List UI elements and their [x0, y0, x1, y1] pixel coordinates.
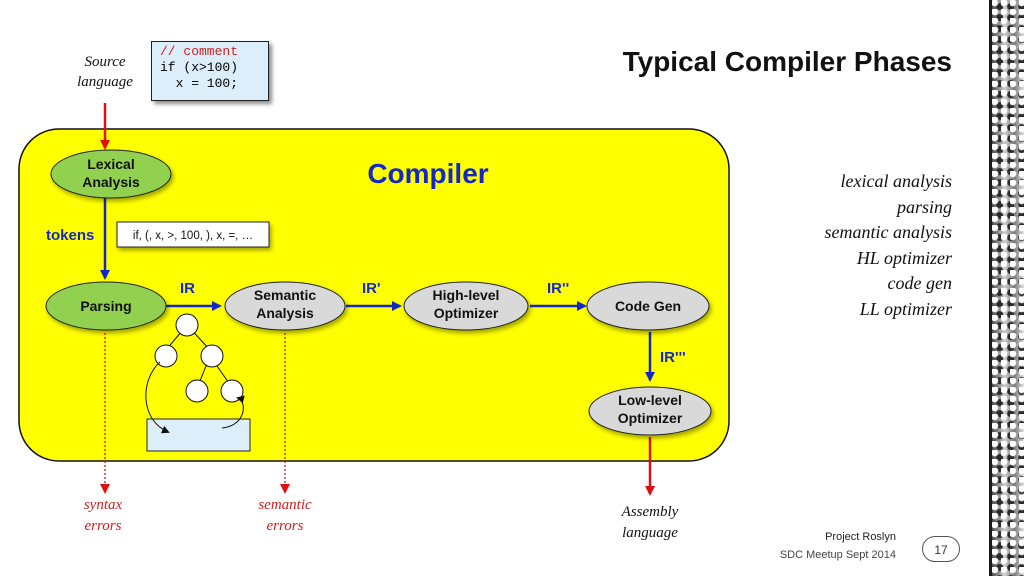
assembly-language-label: Assembly language	[600, 502, 700, 544]
tree-node	[200, 344, 224, 368]
tree-node	[154, 344, 178, 368]
source-code-box: // comment if (x>100) x = 100;	[151, 41, 269, 101]
low-level-optimizer-label-1: Low-level	[618, 392, 682, 408]
tree-node	[175, 313, 199, 337]
phase-list-item: parsing	[896, 196, 952, 217]
ir-prime-label: IR'	[362, 280, 381, 297]
tree-to-table-arrow	[145, 361, 170, 434]
code-gen-node	[586, 281, 710, 331]
phase-list-item: code gen	[887, 273, 952, 293]
code-comment: // comment	[160, 44, 239, 59]
semantic-errors-line: semantic	[258, 497, 312, 513]
phase-list-item: lexical analysis	[840, 171, 952, 191]
parsing-node	[45, 281, 167, 331]
code-gen-label: Code Gen	[615, 298, 681, 314]
low-level-optimizer-label-2: Optimizer	[618, 410, 683, 426]
semantic-errors-line: errors	[266, 518, 304, 534]
semantic-analysis-node	[224, 281, 346, 331]
low-level-optimizer-node	[588, 386, 712, 436]
symbol-table-box	[146, 418, 251, 452]
high-level-optimizer-label-2: Optimizer	[434, 305, 499, 321]
source-label-line: Source	[84, 54, 126, 70]
code-line: if (x>100)	[160, 60, 239, 75]
assembly-label-line: Assembly	[621, 504, 679, 520]
table-to-tree-arrow	[221, 395, 245, 429]
lexical-analysis-label-2: Analysis	[82, 174, 140, 190]
ir-label: IR	[180, 280, 195, 297]
phase-list-item: HL optimizer	[856, 247, 952, 268]
high-level-optimizer-label-1: High-level	[433, 287, 500, 303]
tokens-label: tokens	[46, 227, 94, 244]
ir-triple-prime-label: IR'''	[660, 349, 686, 366]
tree-node	[185, 379, 209, 403]
phase-list-item: LL optimizer	[859, 298, 952, 319]
syntax-errors-line: errors	[84, 518, 122, 534]
high-level-optimizer-node	[403, 281, 529, 331]
lexical-analysis-label-1: Lexical	[87, 156, 134, 172]
footer-event: SDC Meetup Sept 2014	[779, 549, 896, 561]
syntax-errors-line: syntax	[83, 497, 123, 513]
source-label-line: language	[77, 74, 133, 90]
code-line: x = 100;	[160, 76, 239, 91]
slide-title: Typical Compiler Phases	[622, 46, 952, 77]
token-stream-box	[116, 221, 270, 248]
parsing-label: Parsing	[80, 298, 131, 314]
assembly-label-line: language	[622, 525, 678, 541]
decorative-border	[989, 0, 1024, 576]
slide-number: 17	[922, 536, 960, 562]
syntax-errors-label: syntax errors	[63, 495, 143, 537]
phase-list-item: semantic analysis	[824, 222, 953, 242]
ir-double-prime-label: IR''	[547, 280, 569, 297]
source-language-label: Source language	[60, 52, 150, 92]
semantic-analysis-label-1: Semantic	[254, 287, 316, 303]
semantic-errors-label: semantic errors	[240, 495, 330, 537]
phase-list: lexical analysis parsing semantic analys…	[740, 169, 953, 322]
lexical-analysis-node	[50, 149, 172, 199]
token-stream-text: if, (, x, >, 100, ), x, =, …	[133, 230, 253, 242]
compiler-region	[18, 128, 730, 462]
footer-project: Project Roslyn	[825, 531, 896, 543]
compiler-label: Compiler	[367, 158, 488, 189]
semantic-analysis-label-2: Analysis	[256, 305, 314, 321]
parse-tree-illustration	[145, 313, 251, 452]
